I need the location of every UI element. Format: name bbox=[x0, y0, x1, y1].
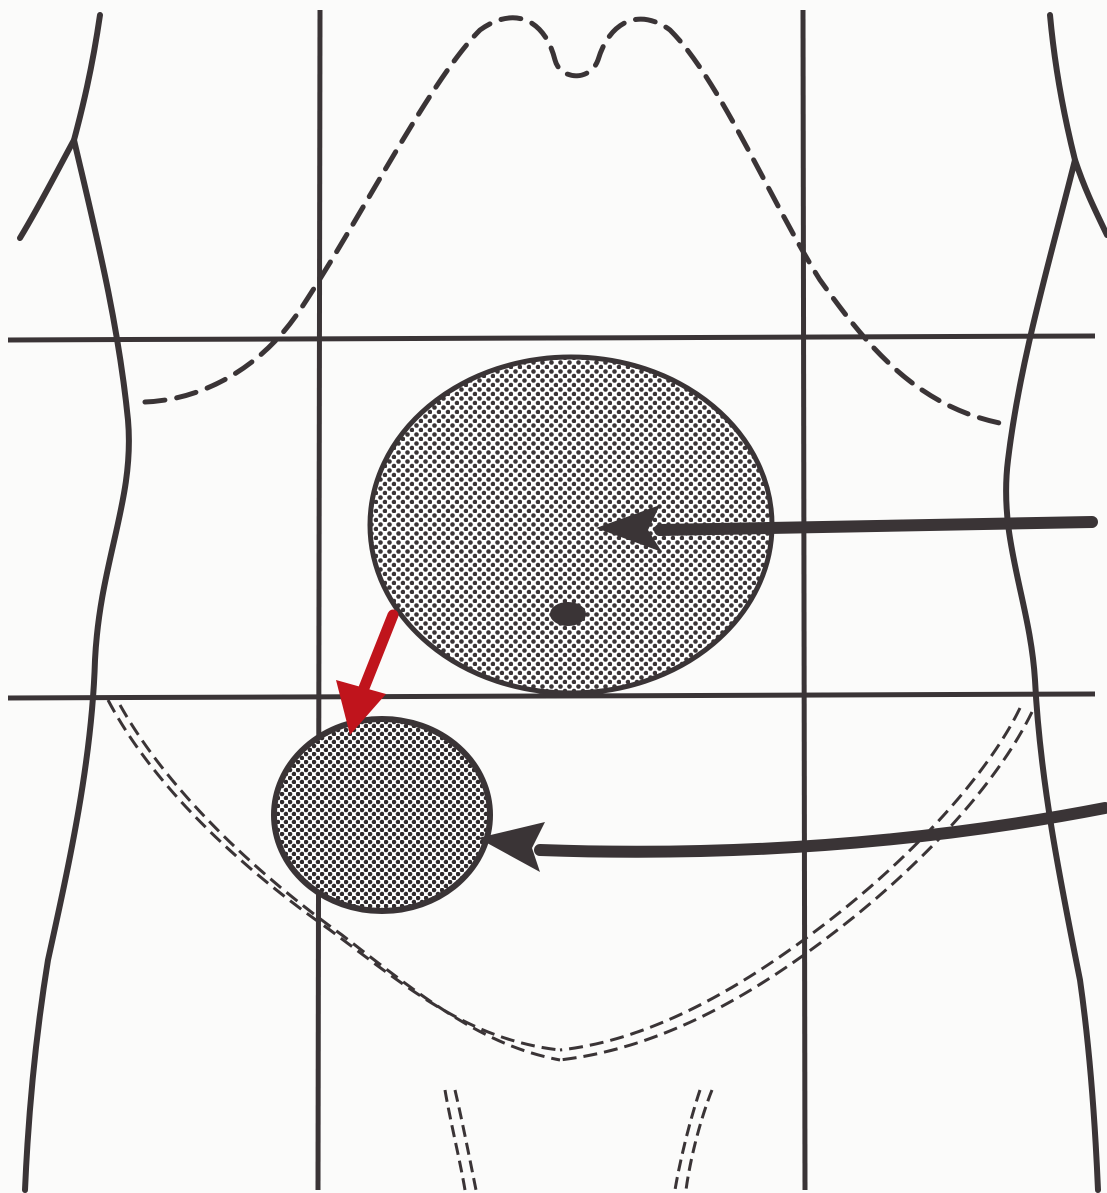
umbilicus-mark bbox=[550, 602, 586, 626]
right-lower-quadrant-area bbox=[274, 719, 490, 911]
grid-line-horizontal-upper bbox=[8, 336, 1095, 340]
right-flank-contour bbox=[1006, 160, 1098, 1190]
inguinal-hatching bbox=[108, 700, 1032, 1060]
left-flank-contour bbox=[25, 140, 129, 1190]
genital-outline bbox=[445, 1090, 712, 1190]
grid-line-vertical-right bbox=[803, 10, 805, 1190]
grid-line-vertical-left bbox=[318, 10, 320, 1190]
right-body-contour bbox=[1050, 15, 1107, 235]
pointer-arrow-lower bbox=[478, 808, 1105, 872]
